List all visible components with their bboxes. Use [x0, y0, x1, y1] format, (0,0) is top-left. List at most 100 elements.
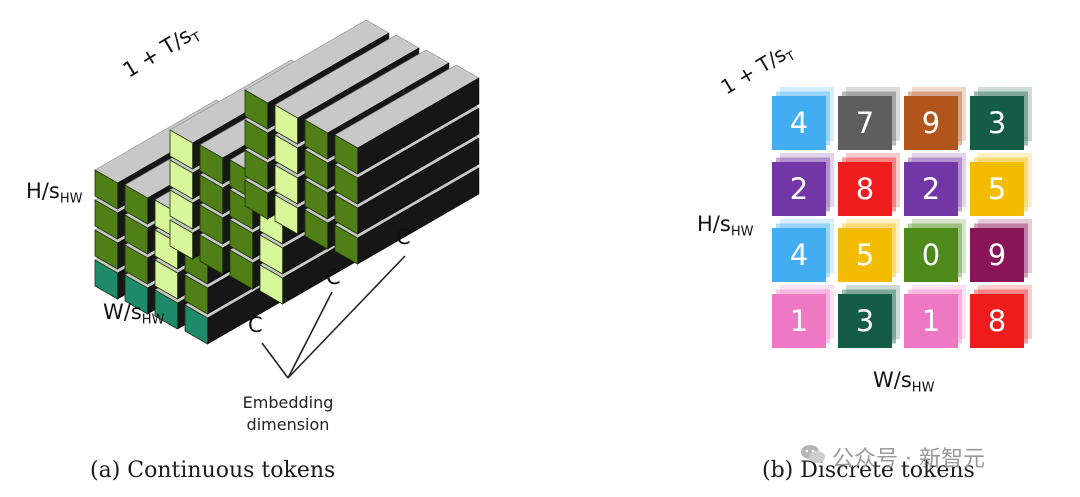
prism-end-face: [274, 104, 299, 145]
prism-end-face: [274, 194, 299, 235]
prism-end-face: [334, 194, 359, 235]
prism-end-face: [94, 169, 118, 210]
token-tile: 3: [838, 285, 900, 348]
tile-face: [970, 228, 1024, 282]
prism-end-face: [94, 259, 118, 300]
prism-end-face: [154, 259, 179, 300]
prism-end-face: [124, 184, 149, 225]
prism-end-face: [304, 209, 329, 250]
tile-digit: 3: [988, 106, 1006, 140]
tile-digit: 1: [790, 304, 808, 338]
token-tile: 9: [970, 219, 1032, 282]
token-tile: 0: [904, 219, 966, 282]
embedding-leader-lines: [261, 255, 406, 379]
prism-end-face: [229, 219, 254, 260]
tile-face: [772, 228, 826, 282]
token-tile: 4: [772, 87, 834, 150]
embedding-dimension-label: Embedding dimension: [242, 393, 334, 434]
prism-end-face: [259, 264, 284, 305]
prism-end-face: [169, 219, 194, 260]
token-tile: 1: [772, 285, 834, 348]
token-tile: 2: [772, 153, 834, 216]
disc-height-axis-label: H/sHW: [697, 212, 754, 240]
tile-face: [772, 162, 826, 216]
tile-face: [970, 96, 1024, 150]
prism-end-face: [154, 289, 179, 330]
tile-digit: 9: [988, 238, 1006, 272]
prism-end-face: [199, 144, 224, 185]
prism-end-face: [244, 89, 269, 130]
tile-digit: 8: [988, 304, 1006, 338]
token-tile: 5: [970, 153, 1032, 216]
tile-face: [970, 162, 1024, 216]
tile-face: [772, 96, 826, 150]
token-tile: 8: [838, 153, 900, 216]
prism-end-face: [334, 164, 359, 205]
prism-end-face: [169, 189, 194, 230]
prism-end-face: [169, 129, 194, 170]
prism-end-face: [244, 149, 269, 190]
cont-width-axis-label: W/sHW: [103, 300, 165, 328]
prism-end-face: [229, 249, 254, 290]
channel-label-3: C: [396, 225, 411, 249]
tile-face: [838, 162, 892, 216]
tile-digit: 9: [922, 106, 940, 140]
tile-face: [904, 96, 958, 150]
token-tile: 3: [970, 87, 1032, 150]
wechat-icon: [801, 445, 825, 463]
token-tile: 5: [838, 219, 900, 282]
prism-end-face: [334, 224, 359, 265]
tile-digit: 2: [790, 172, 808, 206]
prism-end-face: [274, 164, 299, 205]
tile-digit: 7: [856, 106, 874, 140]
prism-end-face: [124, 244, 149, 285]
tile-face: [838, 96, 892, 150]
prism-end-face: [184, 274, 209, 315]
watermark-text: 公众号 · 新智元: [832, 447, 985, 472]
tile-digit: 4: [790, 106, 808, 140]
token-tile: 8: [970, 285, 1032, 348]
tile-face: [904, 294, 958, 348]
prism-end-face: [124, 214, 149, 255]
prism-end-face: [124, 274, 149, 315]
tile-digit: 1: [922, 304, 940, 338]
caption-discrete: (b) Discrete tokens: [762, 458, 975, 483]
tile-digit: 0: [922, 238, 940, 272]
tile-digit: 4: [790, 238, 808, 272]
prism-end-face: [274, 134, 299, 175]
prism-end-face: [244, 119, 269, 160]
tile-digit: 5: [988, 172, 1006, 206]
tile-digit: 2: [922, 172, 940, 206]
prism-end-face: [304, 179, 329, 220]
tile-face: [904, 228, 958, 282]
prism-end-face: [259, 234, 284, 275]
prism-end-face: [334, 134, 359, 175]
tile-face: [838, 294, 892, 348]
tile-digit: 5: [856, 238, 874, 272]
token-tile: 7: [838, 87, 900, 150]
cont-height-axis-label: H/sHW: [26, 179, 83, 207]
tile-face: [772, 294, 826, 348]
token-tile: 4: [772, 219, 834, 282]
prism-end-face: [184, 304, 209, 345]
channel-label-1: C: [248, 313, 263, 337]
caption-continuous: (a) Continuous tokens: [90, 458, 336, 483]
prism-end-face: [199, 204, 224, 245]
prism-end-face: [94, 199, 118, 240]
tile-digit: 3: [856, 304, 874, 338]
prism-end-face: [199, 234, 224, 275]
tile-face: [904, 162, 958, 216]
tile-face: [970, 294, 1024, 348]
prism-end-face: [94, 229, 118, 270]
prism-end-face: [304, 149, 329, 190]
channel-label-2: C: [326, 265, 341, 289]
prism-end-face: [169, 159, 194, 200]
tile-face: [838, 228, 892, 282]
tile-digit: 8: [856, 172, 874, 206]
prism-end-face: [199, 174, 224, 215]
continuous-token-prisms: [94, 19, 480, 345]
token-tile: 9: [904, 87, 966, 150]
token-tile: 2: [904, 153, 966, 216]
prism-end-face: [304, 119, 329, 160]
